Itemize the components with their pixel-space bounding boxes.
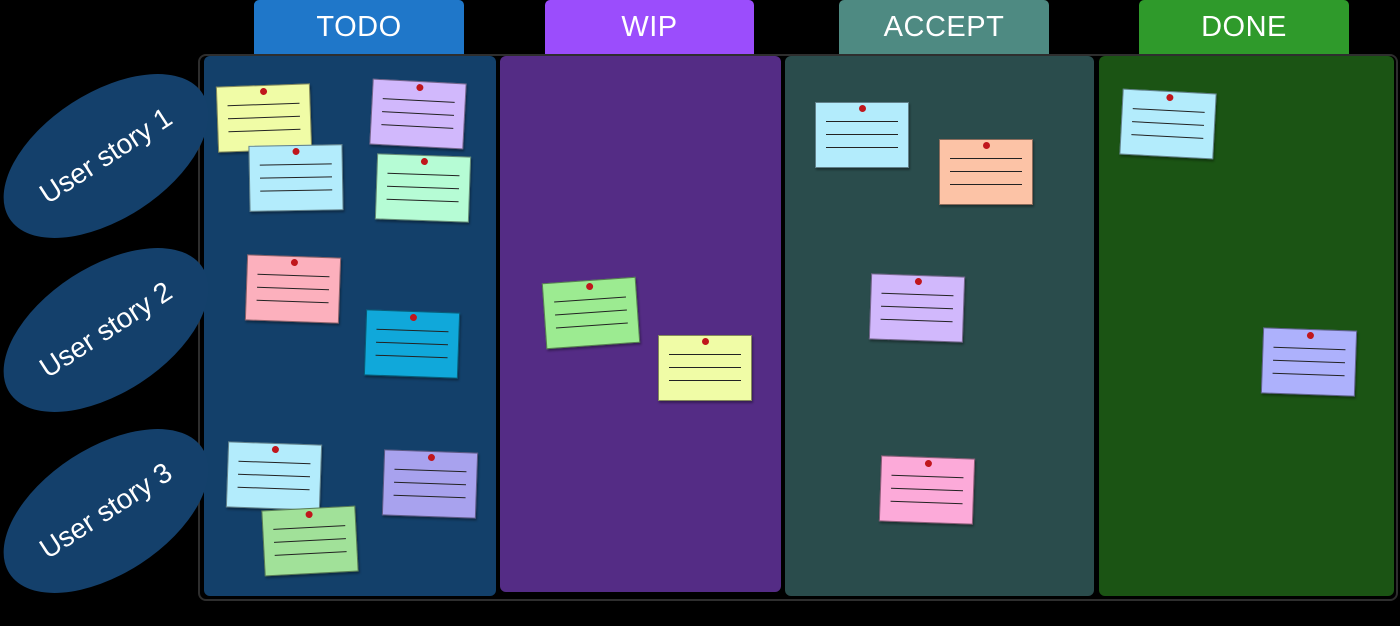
sticky-note-todo-story-1[interactable] — [369, 78, 467, 150]
note-line — [382, 98, 455, 103]
note-line — [381, 124, 454, 129]
note-line — [555, 322, 628, 329]
note-line — [1273, 346, 1346, 351]
note-line — [394, 468, 467, 473]
sticky-note-accept-story-2[interactable] — [868, 273, 966, 343]
note-line — [237, 486, 310, 491]
note-line — [260, 189, 333, 192]
note-line — [376, 328, 449, 333]
sticky-note-todo-story-3[interactable] — [261, 505, 359, 577]
column-body-wip — [500, 56, 781, 592]
sticky-note-todo-story-1[interactable] — [248, 144, 344, 212]
note-line — [238, 473, 311, 478]
note-line — [826, 121, 898, 122]
sticky-note-done-story-1[interactable] — [1119, 88, 1217, 160]
note-line — [387, 185, 460, 190]
note-line — [881, 292, 954, 297]
pin-icon — [924, 459, 933, 468]
pin-icon — [427, 453, 436, 462]
column-header-wip: WIP — [545, 0, 754, 54]
note-line — [669, 380, 741, 381]
note-line — [880, 318, 953, 323]
pin-icon — [416, 83, 424, 92]
user-story-label: User story 3 — [33, 456, 178, 565]
note-line — [1132, 121, 1205, 126]
pin-icon — [914, 277, 923, 286]
pin-icon — [702, 338, 709, 345]
note-line — [950, 158, 1022, 159]
note-line — [375, 354, 448, 359]
note-line — [394, 481, 467, 486]
note-line — [950, 171, 1022, 172]
pin-icon — [1166, 93, 1174, 102]
note-line — [1272, 372, 1345, 377]
note-line — [259, 163, 332, 166]
note-line — [274, 551, 347, 556]
note-line — [273, 538, 346, 543]
sticky-note-todo-story-2[interactable] — [244, 254, 342, 324]
note-line — [273, 525, 346, 530]
sticky-note-todo-story-1[interactable] — [215, 83, 313, 153]
note-line — [1132, 108, 1205, 113]
note-line — [554, 296, 627, 303]
pin-icon — [585, 282, 594, 291]
column-header-label: ACCEPT — [883, 10, 1005, 43]
sticky-note-wip-story-2[interactable] — [658, 335, 752, 401]
sticky-note-accept-story-3[interactable] — [878, 455, 976, 525]
pin-icon — [420, 157, 429, 166]
note-line — [555, 309, 627, 316]
note-line — [881, 305, 954, 310]
sticky-note-todo-story-1[interactable] — [374, 153, 472, 223]
sticky-note-done-story-2[interactable] — [1260, 327, 1358, 397]
note-line — [891, 474, 964, 479]
note-line — [382, 111, 455, 116]
pin-icon — [292, 147, 300, 156]
column-header-accept: ACCEPT — [839, 0, 1049, 54]
sticky-note-wip-story-2[interactable] — [541, 276, 641, 350]
pin-icon — [1306, 331, 1315, 340]
note-line — [256, 299, 329, 304]
pin-icon — [409, 313, 418, 322]
sticky-note-todo-story-2[interactable] — [363, 309, 461, 379]
pin-icon — [290, 258, 299, 267]
pin-icon — [983, 142, 990, 149]
note-line — [669, 354, 741, 355]
note-line — [257, 273, 330, 278]
note-line — [257, 286, 330, 291]
note-line — [227, 102, 300, 107]
kanban-board — [198, 54, 1398, 601]
note-line — [1131, 134, 1204, 139]
column-header-label: DONE — [1201, 10, 1287, 43]
note-line — [826, 147, 898, 148]
column-header-done: DONE — [1139, 0, 1349, 54]
note-line — [259, 176, 332, 179]
note-line — [387, 172, 460, 177]
note-line — [1273, 359, 1346, 364]
note-line — [386, 198, 459, 203]
note-line — [826, 134, 898, 135]
column-header-label: WIP — [621, 10, 678, 43]
note-line — [950, 184, 1022, 185]
pin-icon — [259, 87, 268, 96]
note-line — [238, 460, 311, 465]
sticky-note-accept-story-1[interactable] — [939, 139, 1033, 205]
pin-icon — [271, 445, 280, 454]
note-line — [393, 494, 466, 499]
note-line — [891, 487, 964, 492]
note-line — [376, 341, 449, 346]
note-line — [228, 128, 301, 133]
note-line — [890, 500, 963, 505]
sticky-note-accept-story-1[interactable] — [815, 102, 909, 168]
user-story-label: User story 2 — [33, 275, 178, 384]
note-line — [669, 367, 741, 368]
column-header-todo: TODO — [254, 0, 464, 54]
pin-icon — [305, 510, 313, 519]
note-line — [227, 115, 300, 120]
user-story-label: User story 1 — [33, 101, 178, 210]
sticky-note-todo-story-3[interactable] — [225, 441, 323, 511]
column-header-label: TODO — [316, 10, 402, 43]
pin-icon — [859, 105, 866, 112]
sticky-note-todo-story-3[interactable] — [381, 449, 479, 519]
